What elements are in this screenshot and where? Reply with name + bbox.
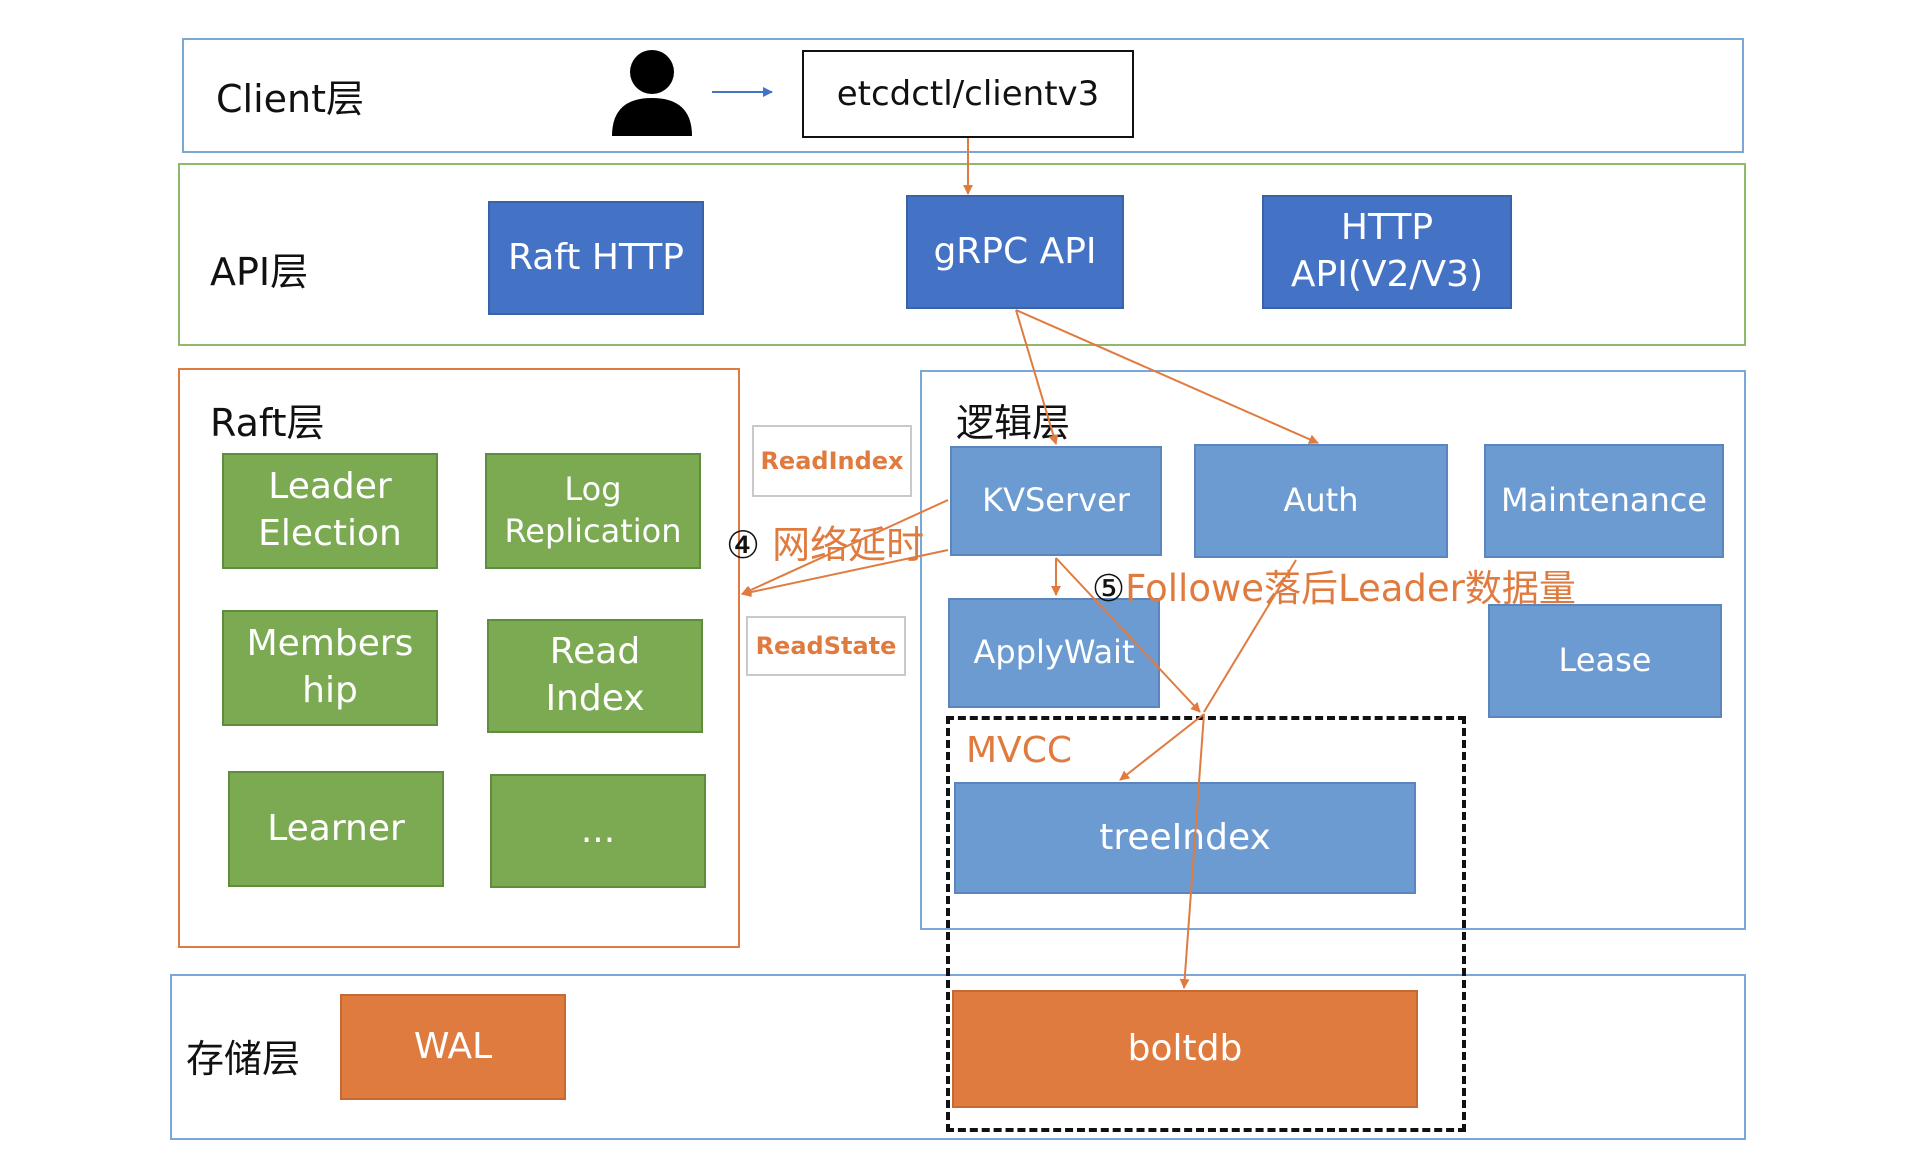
follower-lag-text: Followe落后Leader数据量: [1125, 567, 1576, 610]
treeindex-box: treeIndex: [954, 782, 1416, 894]
step-4-number: ④: [726, 523, 761, 567]
network-delay-text: 网络延时: [772, 523, 925, 567]
readstate-label: ReadState: [746, 616, 906, 676]
read-index-box: Read Index: [487, 619, 703, 733]
etcdctl-clientv3-label: etcdctl/clientv3: [836, 74, 1100, 114]
api-layer: API层: [178, 163, 1746, 346]
kvserver-to-raft-arrow-1: [741, 499, 949, 595]
client-layer: Client层: [182, 38, 1744, 153]
more-modules-box: ...: [490, 774, 706, 888]
maintenance-box: Maintenance: [1484, 444, 1724, 558]
raft-layer: Raft层: [178, 368, 740, 948]
lease-box: Lease: [1488, 604, 1722, 718]
grpc-api-box: gRPC API: [906, 195, 1124, 309]
auth-box: Auth: [1194, 444, 1448, 558]
grpc-to-kvserver-arrow: [1015, 309, 1059, 445]
client-layer-label: Client层: [216, 77, 365, 121]
raft-layer-label: Raft层: [210, 401, 325, 445]
mvcc-to-boltdb-arrow: [1179, 713, 1205, 989]
etcdctl-clientv3-box: etcdctl/clientv3: [802, 50, 1134, 138]
log-replication-box: Log Replication: [485, 453, 701, 569]
membership-box: Members hip: [222, 610, 438, 726]
mvcc-region: MVCC: [946, 716, 1466, 1132]
kvserver-to-mvcc-arrow: [1055, 557, 1201, 713]
user-icon: [612, 50, 692, 136]
applywait-box: ApplyWait: [948, 598, 1160, 708]
kvserver-box: KVServer: [950, 446, 1162, 556]
readindex-label: ReadIndex: [752, 425, 912, 497]
raft-http-box: Raft HTTP: [488, 201, 704, 315]
http-api-box: HTTP API(V2/V3): [1262, 195, 1512, 309]
network-delay-annotation: ④ 网络延时: [726, 514, 924, 569]
learner-box: Learner: [228, 771, 444, 887]
grpc-to-auth-arrow: [1015, 309, 1319, 444]
step-5-number: ⑤: [1092, 567, 1126, 610]
boltdb-box: boltdb: [952, 990, 1418, 1108]
kvserver-to-raft-arrow-2: [741, 549, 949, 598]
storage-layer-label: 存储层: [186, 1037, 301, 1081]
mvcc-to-treeindex-arrow: [1119, 713, 1205, 781]
leader-election-box: Leader Election: [222, 453, 438, 569]
wal-box: WAL: [340, 994, 566, 1100]
api-layer-label: API层: [210, 250, 309, 294]
storage-layer: 存储层: [170, 974, 1746, 1140]
mvcc-label: MVCC: [966, 730, 1072, 771]
follower-lag-annotation: ⑤Followe落后Leader数据量: [1092, 558, 1576, 612]
auth-to-mvcc-arrow: [1203, 559, 1297, 713]
